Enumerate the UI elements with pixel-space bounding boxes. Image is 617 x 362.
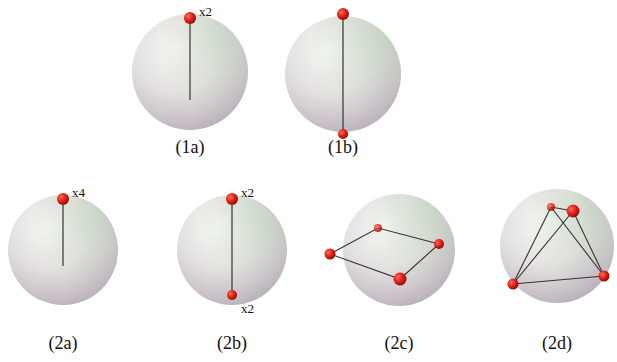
panel-caption: (2d) — [542, 334, 572, 352]
sphere-2a — [8, 193, 118, 305]
sphere-2b — [177, 193, 287, 305]
multiplicity-label: x2 — [241, 302, 254, 315]
sphere-1b — [285, 8, 401, 139]
multiplicity-label: x2 — [241, 186, 254, 199]
multiplicity-label: x4 — [72, 186, 85, 199]
panel-caption: (1a) — [176, 138, 205, 156]
sphere-2d — [500, 189, 614, 303]
panel-caption: (2b) — [217, 334, 247, 352]
multiplicity-label: x2 — [199, 5, 212, 18]
sphere-2c — [325, 194, 456, 306]
sphere-1a — [132, 12, 248, 130]
panel-caption: (1b) — [328, 138, 358, 156]
panel-caption: (2a) — [49, 334, 78, 352]
panel-caption: (2c) — [385, 334, 414, 352]
